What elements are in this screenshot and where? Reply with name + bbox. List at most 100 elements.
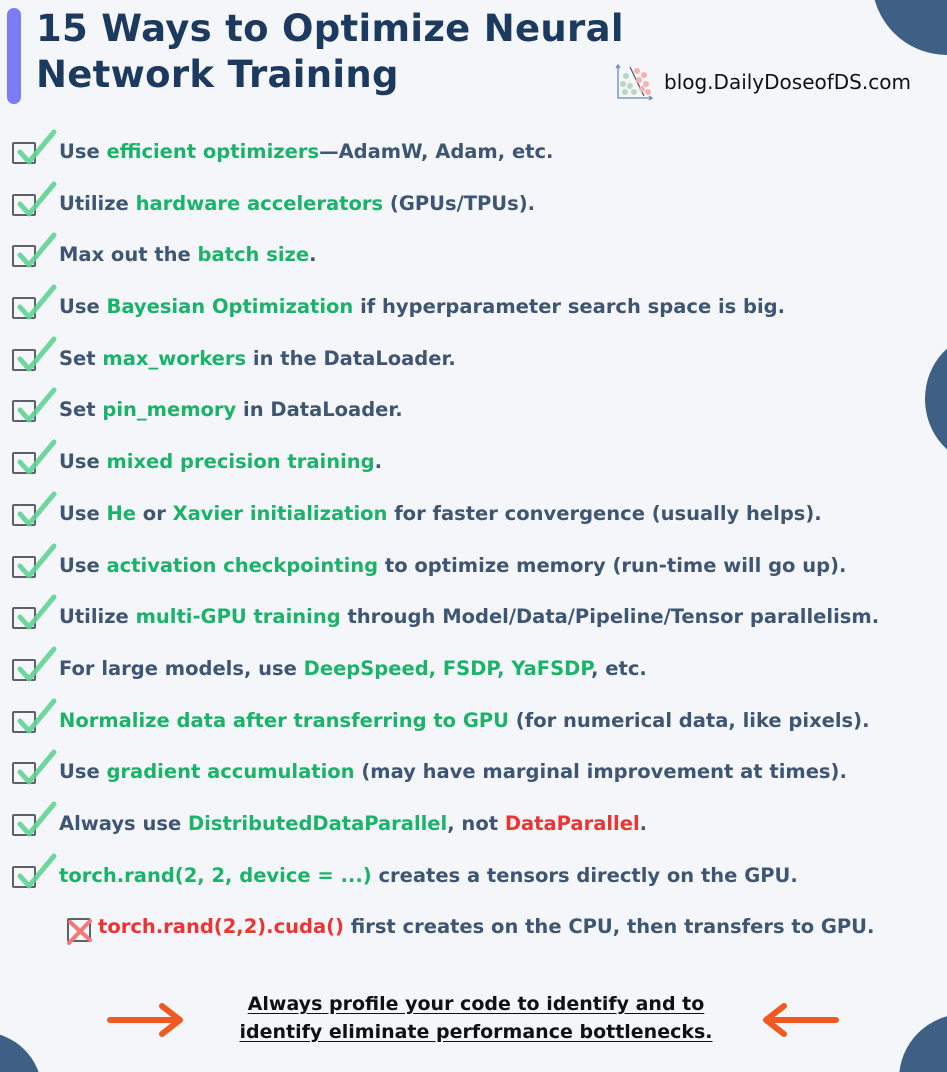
footer-message: Always profile your code to identify and… [236, 990, 716, 1046]
arrow-right-icon [107, 1003, 183, 1037]
item-text: torch.rand(2,2).cuda() first creates on … [98, 915, 874, 938]
item-text-segment: through Model/Data/Pipeline/Tensor paral… [340, 605, 880, 629]
highlight-keyword: He [106, 501, 137, 525]
checkmark-icon [17, 543, 57, 578]
item-text: For large models, use DeepSpeed, FSDP, Y… [59, 657, 647, 680]
warning-keyword: DataParallel [504, 811, 640, 835]
item-text-segment: , etc. [591, 656, 647, 680]
warning-keyword: torch.rand(2,2).cuda() [98, 915, 344, 939]
tips-list: Use efficient optimizers—AdamW, Adam, et… [0, 128, 947, 955]
list-item: Max out the batch size. [0, 231, 947, 283]
list-item: For large models, use DeepSpeed, FSDP, Y… [0, 645, 947, 697]
checkmark-icon [17, 801, 57, 837]
item-text: Normalize data after transferring to GPU… [59, 709, 869, 732]
item-text-segment: Use [59, 295, 107, 319]
item-text: Utilize hardware accelerators (GPUs/TPUs… [59, 192, 535, 215]
list-item: Set max_workers in the DataLoader. [0, 335, 947, 387]
checkmark-icon [17, 181, 57, 217]
item-text: Use He or Xavier initialization for fast… [59, 502, 822, 525]
item-text-segment: Set [59, 398, 103, 422]
list-item: Use mixed precision training. [0, 438, 947, 490]
list-item: Use He or Xavier initialization for fast… [0, 490, 947, 542]
item-text-segment: . [374, 450, 383, 474]
footer-line-2: identify eliminate performance bottlenec… [239, 1021, 713, 1043]
checkmark-icon [17, 594, 57, 630]
item-text: Use efficient optimizers—AdamW, Adam, et… [59, 140, 553, 163]
item-text-segment: Always use [59, 811, 188, 835]
brand-url[interactable]: blog.DailyDoseofDS.com [664, 70, 911, 94]
checkmark-icon [17, 749, 57, 785]
list-item: Utilize multi-GPU training through Model… [0, 593, 947, 645]
highlight-keyword: hardware accelerators [135, 191, 384, 215]
item-text-segment: in the DataLoader. [246, 346, 456, 370]
item-text-segment: , not [447, 811, 505, 835]
highlight-keyword: mixed precision training [106, 450, 375, 474]
item-text-segment: Use [59, 140, 107, 163]
list-item: Utilize hardware accelerators (GPUs/TPUs… [0, 180, 947, 232]
item-text: Use Bayesian Optimization if hyperparame… [59, 295, 785, 318]
item-text-segment: creates a tensors directly on the GPU. [371, 863, 798, 887]
item-text: Utilize multi-GPU training through Model… [59, 605, 879, 628]
checkmark-icon [17, 387, 57, 423]
item-text: Use activation checkpointing to optimize… [59, 554, 846, 577]
footer-line-1: Always profile your code to identify and… [247, 993, 705, 1015]
highlight-keyword: pin_memory [102, 398, 237, 422]
highlight-keyword: torch.rand(2, 2, device = ...) [59, 863, 372, 887]
item-text-segment: first creates on the CPU, then transfers… [343, 915, 875, 939]
brand: blog.DailyDoseofDS.com [614, 60, 911, 104]
highlight-keyword: Bayesian Optimization [106, 295, 354, 319]
title-accent-bar [7, 8, 21, 104]
item-text-segment: (for numerical data, like pixels). [509, 708, 870, 732]
list-sub-item: torch.rand(2,2).cuda() first creates on … [0, 903, 947, 955]
checkmark-icon [17, 129, 57, 165]
highlight-keyword: DistributedDataParallel [187, 811, 448, 835]
scatter-plot-classifier-icon [615, 63, 654, 101]
item-text-segment: in DataLoader. [236, 398, 403, 422]
item-text-segment: Max out the [59, 243, 198, 267]
checkmark-icon [17, 853, 57, 889]
list-item: torch.rand(2, 2, device = ...) creates a… [0, 852, 947, 904]
list-item: Use efficient optimizers—AdamW, Adam, et… [0, 128, 947, 180]
item-text: Always use DistributedDataParallel, not … [59, 812, 647, 835]
highlight-keyword: Xavier initialization [172, 501, 388, 525]
item-text-segment: —AdamW, Adam, etc. [319, 140, 554, 163]
highlight-keyword: activation checkpointing [106, 553, 379, 577]
item-text-segment: Use [59, 553, 107, 577]
item-text-segment: to optimize memory (run-time will go up)… [378, 553, 847, 577]
highlight-keyword: max_workers [102, 346, 247, 370]
item-text: Use gradient accumulation (may have marg… [59, 760, 847, 783]
item-text: Set pin_memory in DataLoader. [59, 398, 403, 421]
item-text-segment: if hyperparameter search space is big. [353, 295, 786, 319]
item-text-segment: . [639, 811, 648, 835]
highlight-keyword: efficient optimizers [106, 140, 320, 163]
highlight-keyword: DeepSpeed, FSDP, YaFSDP [303, 656, 592, 680]
item-text-segment: Utilize [59, 191, 136, 215]
item-text-segment: Utilize [59, 605, 136, 629]
highlight-keyword: Normalize data after transferring to GPU [59, 708, 510, 732]
checkbox-crossed-icon [67, 918, 91, 943]
item-text-segment: For large models, use [59, 656, 304, 680]
highlight-keyword: gradient accumulation [106, 760, 355, 784]
checkmark-icon [17, 646, 57, 682]
highlight-keyword: multi-GPU training [135, 605, 341, 629]
decorative-circle-top-right [872, 0, 947, 55]
item-text-segment: (GPUs/TPUs). [383, 191, 536, 215]
footer-callout: Always profile your code to identify and… [0, 990, 947, 1050]
checkmark-icon [17, 284, 57, 320]
checkmark-icon [17, 232, 57, 268]
highlight-keyword: batch size [197, 243, 310, 267]
item-text-segment: (may have marginal improvement at times)… [354, 760, 847, 784]
list-item: Use activation checkpointing to optimize… [0, 542, 947, 594]
title-line-2: Network Training [36, 53, 399, 96]
list-item: Normalize data after transferring to GPU… [0, 697, 947, 749]
checkmark-icon [17, 336, 57, 372]
title-line-1: 15 Ways to Optimize Neural [36, 7, 624, 50]
item-text-segment: for faster convergence (usually helps). [387, 501, 822, 525]
list-item: Use gradient accumulation (may have marg… [0, 748, 947, 800]
list-item: Set pin_memory in DataLoader. [0, 386, 947, 438]
checkmark-icon [17, 491, 57, 527]
arrow-left-icon [763, 1003, 839, 1037]
item-text-segment: or [136, 501, 173, 525]
cross-icon [67, 919, 92, 946]
item-text: torch.rand(2, 2, device = ...) creates a… [59, 864, 798, 887]
